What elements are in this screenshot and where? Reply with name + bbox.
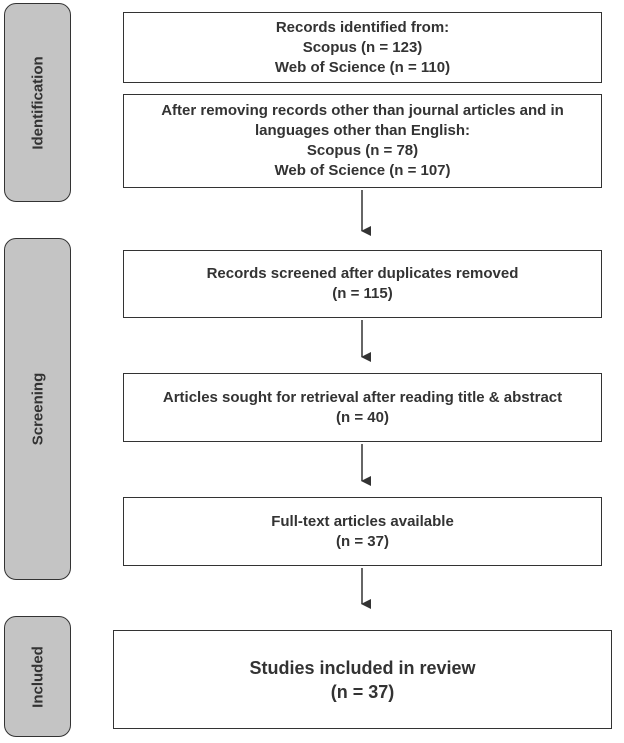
box-line: Full-text articles available xyxy=(271,512,454,530)
box-studies-included: Studies included in review (n = 37) xyxy=(113,630,612,729)
box-line: Records screened after duplicates remove… xyxy=(206,265,519,282)
box-line: Studies included in review xyxy=(249,657,476,678)
box-line: (n = 37) xyxy=(336,532,389,550)
box-line: Scopus (n = 123) xyxy=(302,38,423,56)
phase-identification: Identification xyxy=(4,3,71,202)
box-line: languages other than English: xyxy=(254,122,471,139)
box-line: Articles sought for retrieval after read… xyxy=(162,388,563,406)
box-articles-sought: Articles sought for retrieval after read… xyxy=(123,373,602,442)
phase-included: Included xyxy=(4,616,71,737)
box-line: After removing records other than journa… xyxy=(161,102,564,119)
phase-screening: Screening xyxy=(4,238,71,580)
box-fulltext-available: Full-text articles available (n = 37) xyxy=(123,497,602,566)
box-records-identified: Records identified from: Scopus (n = 123… xyxy=(123,12,602,83)
box-line: Records identified from: xyxy=(275,18,450,36)
box-records-screened: Records screened after duplicates remove… xyxy=(123,250,602,318)
box-line: Web of Science (n = 107) xyxy=(274,162,451,179)
box-line: (n = 40) xyxy=(336,408,389,426)
box-line: Web of Science (n = 110) xyxy=(274,58,451,76)
box-line: Scopus (n = 78) xyxy=(306,142,419,159)
box-line: (n = 115) xyxy=(332,285,393,302)
box-after-removing: After removing records other than journa… xyxy=(123,94,602,188)
box-line: (n = 37) xyxy=(330,681,395,702)
